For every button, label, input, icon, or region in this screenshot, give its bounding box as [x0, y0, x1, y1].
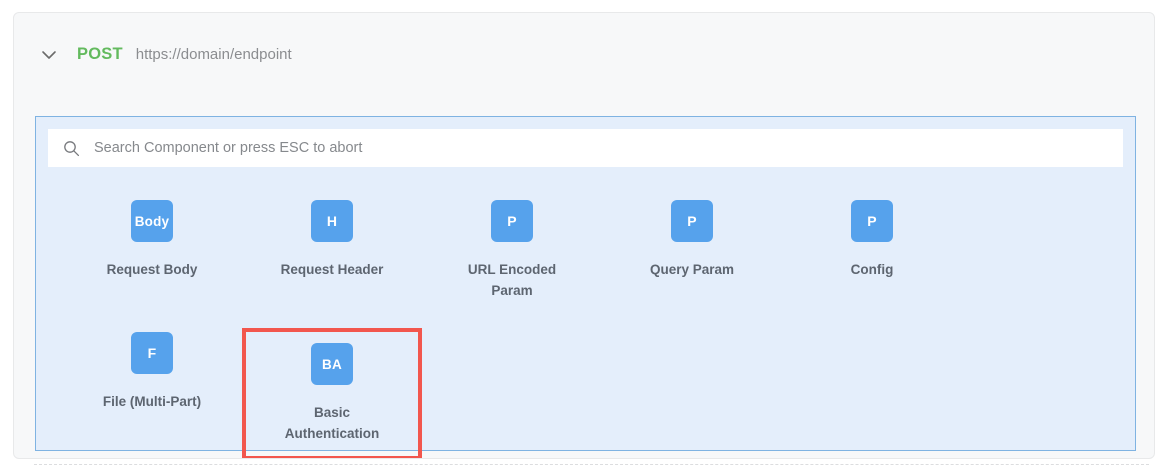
- config-icon: P: [851, 200, 893, 242]
- request-header-icon: H: [311, 200, 353, 242]
- component-tile-label: File (Multi-Part): [102, 394, 202, 409]
- component-tile-label: Basic Authentication: [284, 405, 380, 441]
- component-tile-basic-authentication[interactable]: BA Basic Authentication: [242, 328, 422, 458]
- search-bar[interactable]: [48, 128, 1123, 168]
- query-param-icon: P: [671, 200, 713, 242]
- search-input[interactable]: [92, 128, 1123, 168]
- component-tile-config[interactable]: P Config: [782, 185, 962, 317]
- request-url-label: https://domain/endpoint: [135, 46, 292, 63]
- component-tile-request-header[interactable]: H Request Header: [242, 185, 422, 317]
- search-icon: [62, 139, 80, 157]
- component-tile-file-multi-part[interactable]: F File (Multi-Part): [62, 317, 242, 458]
- component-tile-grid: Body Request Body H Request Header P URL…: [62, 185, 1112, 458]
- component-tile-label: Config: [850, 262, 894, 277]
- basic-authentication-icon: BA: [311, 343, 353, 385]
- component-tile-url-encoded-param[interactable]: P URL Encoded Param: [422, 185, 602, 317]
- component-tile-label: Request Header: [280, 262, 384, 277]
- request-method-label: POST: [77, 45, 123, 63]
- component-tile-label: URL Encoded Param: [467, 262, 557, 298]
- component-tile-label: Request Body: [106, 262, 198, 277]
- request-card: POST https://domain/endpoint Body Reques…: [13, 12, 1155, 459]
- component-tile-label: Query Param: [649, 262, 735, 277]
- request-body-icon: Body: [131, 200, 173, 242]
- component-tile-request-body[interactable]: Body Request Body: [62, 185, 242, 317]
- component-tile-query-param[interactable]: P Query Param: [602, 185, 782, 317]
- request-header-row: POST https://domain/endpoint: [14, 13, 1154, 96]
- url-encoded-param-icon: P: [491, 200, 533, 242]
- file-multi-part-icon: F: [131, 332, 173, 374]
- component-picker-panel: Body Request Body H Request Header P URL…: [35, 116, 1136, 458]
- chevron-down-icon[interactable]: [36, 42, 62, 68]
- bottom-dashed-separator: [34, 464, 1149, 465]
